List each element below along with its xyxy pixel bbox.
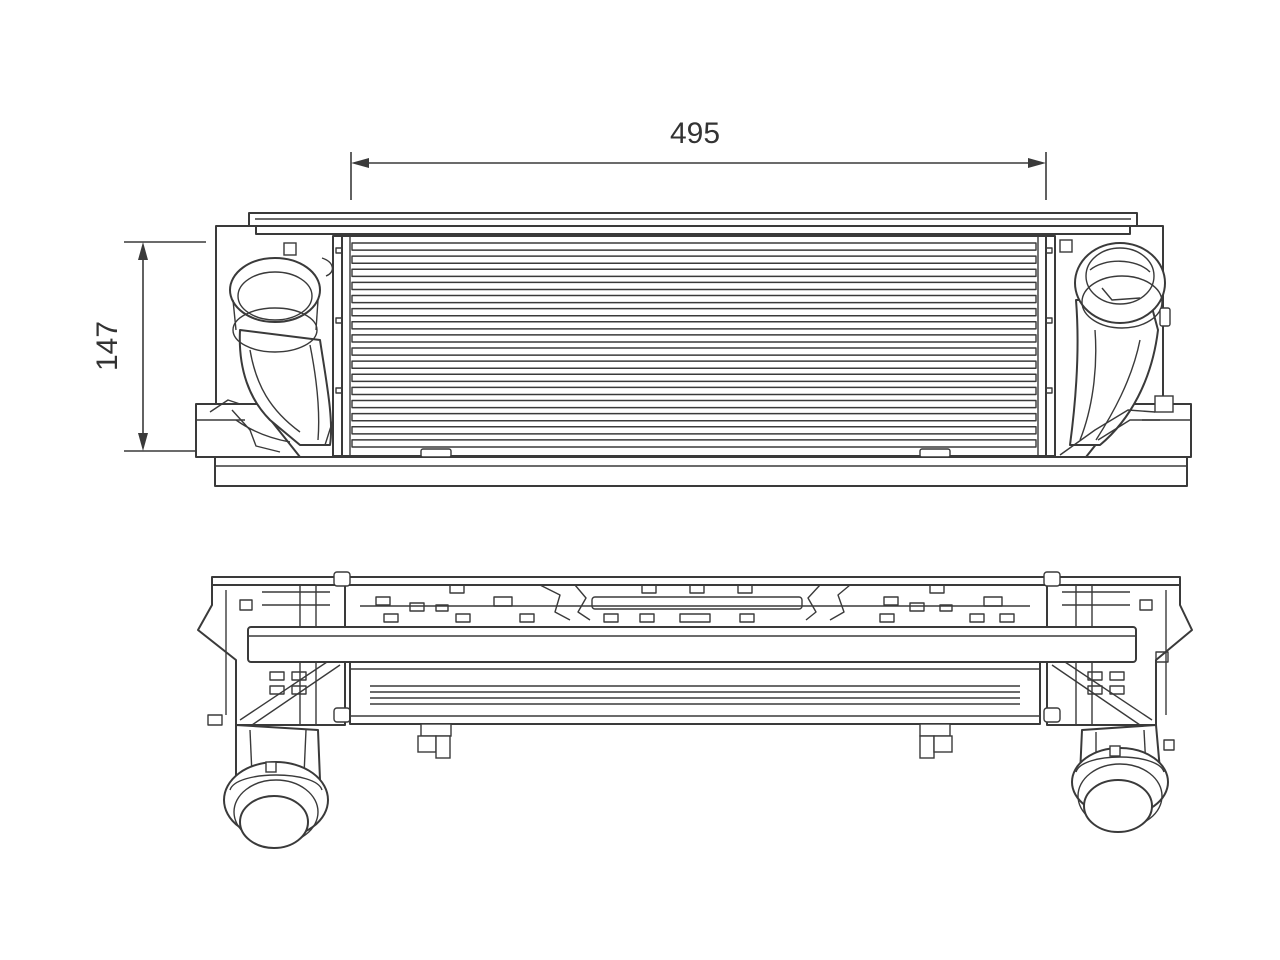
core-tube — [351, 360, 1037, 369]
width-dimension-label: 495 — [670, 117, 720, 150]
front-view — [195, 212, 1192, 487]
left-inlet-pipe — [209, 242, 334, 453]
core-tube — [351, 255, 1037, 264]
core-tube — [351, 347, 1037, 356]
height-dimension-label: 147 — [91, 321, 124, 371]
width-dimension: 495 — [350, 117, 1047, 200]
height-dimension: 147 — [91, 241, 206, 452]
core-tube — [351, 242, 1037, 251]
core-tube — [351, 321, 1037, 330]
left-outlet-pipe — [223, 724, 329, 849]
core-tube — [351, 268, 1037, 278]
core-tube — [351, 412, 1037, 422]
top-view — [197, 571, 1193, 849]
core-tube — [351, 426, 1037, 435]
core-tube — [351, 307, 1037, 317]
core-tube — [351, 399, 1037, 409]
core-tube — [351, 294, 1037, 304]
core-tube — [351, 373, 1037, 383]
core-tube — [351, 334, 1037, 343]
radiator-core-tubes — [351, 242, 1037, 448]
core-tube — [351, 281, 1037, 291]
core-tube — [351, 386, 1037, 396]
core-tube — [351, 439, 1037, 448]
right-inlet-pipe — [1059, 239, 1174, 456]
right-outlet-pipe — [1071, 724, 1169, 833]
